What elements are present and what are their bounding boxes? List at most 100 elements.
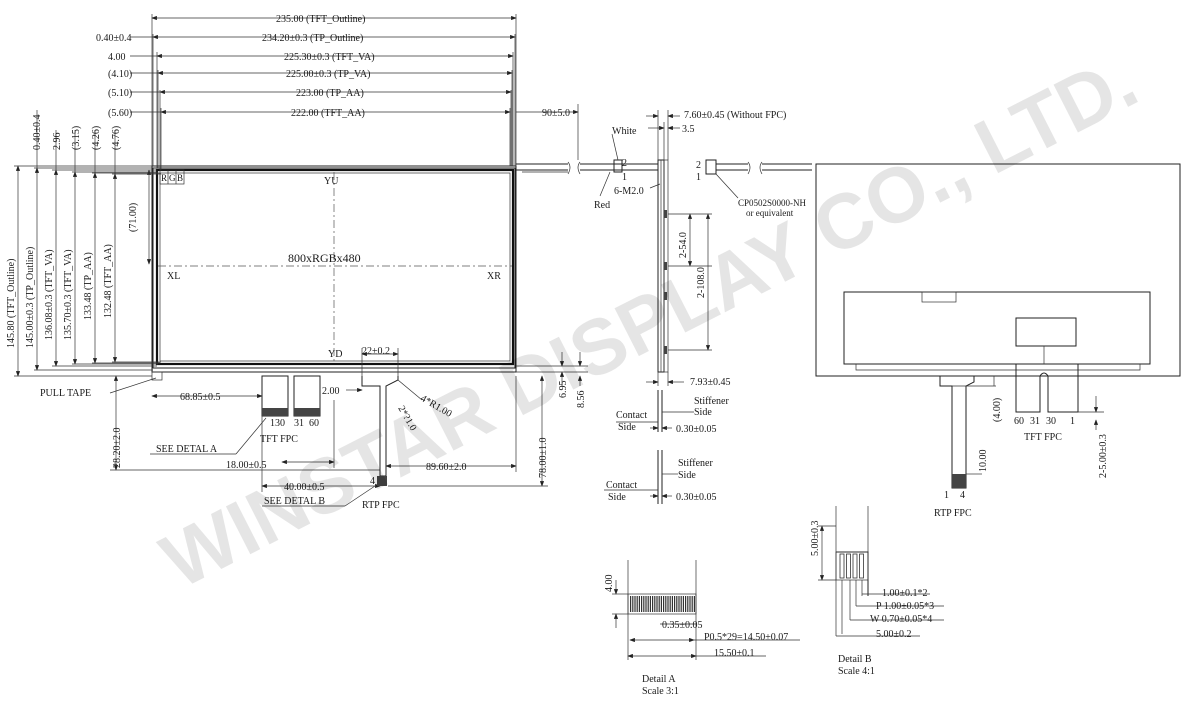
dim-left-top-5: (4.76) xyxy=(111,126,122,150)
back-pcb xyxy=(843,291,1151,365)
detail-a-pin xyxy=(685,596,687,612)
dim-54: 2-54.0 xyxy=(678,232,689,258)
connector-equiv: or equivalent xyxy=(746,208,794,218)
detail-a-pin xyxy=(667,596,669,612)
label-yu: YU xyxy=(324,176,339,187)
dim-tp-aa-left: (5.10) xyxy=(108,88,132,99)
detail-b-scale: Scale 4:1 xyxy=(838,666,875,677)
rtp-back-pin-1: 1 xyxy=(944,490,949,501)
detail-a-pitch: P0.5*29=14.50±0.07 xyxy=(704,632,788,643)
dim-tp-va-left: (4.10) xyxy=(108,69,132,80)
detail-a-scale: Scale 3:1 xyxy=(642,686,679,697)
dim-68: 68.85±0.5 xyxy=(180,392,221,403)
detail-b-total: 5.00±0.2 xyxy=(876,629,912,640)
resolution-label: 800xRGBx480 xyxy=(288,251,361,265)
tft-fpc xyxy=(261,375,321,417)
stiffener-side-2b: Side xyxy=(678,470,696,481)
rtp-fpc-label: RTP FPC xyxy=(362,500,400,511)
active-area xyxy=(159,172,511,362)
detail-a-pin xyxy=(678,596,680,612)
dim-030-b: 0.30±0.05 xyxy=(676,492,717,503)
detail-a-pin xyxy=(687,596,689,612)
side-view: 7.60±0.45 (Without FPC) 3.5 White Red 2 … xyxy=(594,110,786,504)
label-xl: XL xyxy=(167,271,180,282)
contact-side-1: Contact xyxy=(616,410,647,421)
pin-30: 30 xyxy=(275,418,285,429)
back-pin-30: 30 xyxy=(1046,416,1056,427)
see-detail-a-label: SEE DETAL A xyxy=(156,444,218,455)
detail-a-pin xyxy=(665,596,667,612)
back-rtp-fpc-label: RTP FPC xyxy=(934,508,972,519)
stiffener-side-1: Stiffener xyxy=(694,396,729,407)
tft-outline xyxy=(151,165,517,373)
dim-left-top-4: (4.26) xyxy=(91,126,102,150)
detail-a-pin xyxy=(689,596,691,612)
dim-tft-outline-w: 235.00 (TFT_Outline) xyxy=(276,14,365,25)
detail-a-pin xyxy=(682,596,684,612)
detail-b-pin xyxy=(852,553,858,579)
dim-28: 28.20±2.0 xyxy=(112,428,123,469)
cable-connector xyxy=(705,159,812,199)
viewing-area xyxy=(155,168,515,366)
detail-b: 5.00±0.3 1.00±0.1*2 P 1.00±0.05*3 W 0.70… xyxy=(810,506,944,677)
contact-side-2b: Side xyxy=(608,492,626,503)
dim-tft-va-left: 4.00 xyxy=(108,52,126,63)
dim-tft-aa-w: 222.00 (TFT_AA) xyxy=(291,108,365,119)
back-pin-31: 31 xyxy=(1030,416,1040,427)
detail-a-pin xyxy=(658,596,660,612)
dim-left-top-1: 0.40±0.4 xyxy=(32,115,43,151)
dim-left-top-2: 2.96 xyxy=(52,133,63,151)
dim-tp-aa-w: 223.00 (TP_AA) xyxy=(296,88,364,99)
dim-tp-aa-h: 133.48 (TP_AA) xyxy=(83,252,94,320)
detail-b-pin xyxy=(846,553,851,579)
detail-a-pin xyxy=(676,596,678,612)
detail-a-pin xyxy=(652,596,654,612)
back-pin-60: 60 xyxy=(1014,416,1024,427)
connector-part: CP0502S0000-NH xyxy=(738,198,807,208)
tp-outline xyxy=(152,167,516,369)
pull-tape-label: PULL TAPE xyxy=(40,388,91,399)
dim-40: 40.00±0.5 xyxy=(284,482,325,493)
detail-a-pin xyxy=(630,596,632,612)
detail-a-pin xyxy=(663,596,665,612)
back-tft-fpc-label: TFT FPC xyxy=(1024,432,1062,443)
detail-b-500v: 5.00±0.3 xyxy=(810,521,821,557)
detail-a-title: Detail A xyxy=(642,674,676,685)
detail-a-pin xyxy=(638,596,640,612)
detail-b-pin xyxy=(859,553,864,579)
pin-1: 1 xyxy=(270,418,275,429)
dim-18: 18.00±0.5 xyxy=(226,460,267,471)
side-pin-2: 2 xyxy=(622,158,627,169)
contact-side-1b: Side xyxy=(618,422,636,433)
front-cable xyxy=(516,161,620,175)
detail-a-pin xyxy=(634,596,636,612)
dim-22: 22±0.2 xyxy=(362,346,390,357)
detail-b-title: Detail B xyxy=(838,654,872,665)
label-yd: YD xyxy=(328,349,342,360)
dim-tft-outline-h: 145.80 (TFT_Outline) xyxy=(6,259,17,348)
pull-tape xyxy=(151,371,163,381)
detail-a-pin xyxy=(674,596,676,612)
detail-a-pin xyxy=(660,596,662,612)
dim-tft-va-w: 225.30±0.3 (TFT_VA) xyxy=(284,52,375,63)
detail-a-pin xyxy=(654,596,656,612)
screw-m2: 6-M2.0 xyxy=(614,186,644,197)
side-pin-1: 1 xyxy=(622,172,627,183)
dim-71: (71.00) xyxy=(128,203,139,232)
detail-a: 4.00 0.35±0.05 P0.5*29=14.50±0.07 15.50±… xyxy=(604,560,800,697)
detail-b-width: W 0.70±0.05*4 xyxy=(870,614,932,625)
dim-2: 2.00 xyxy=(322,386,340,397)
dim-78: 78.00±1.0 xyxy=(538,438,549,479)
tft-fpc-label: TFT FPC xyxy=(260,434,298,445)
detail-a-pin xyxy=(656,596,658,612)
dim-tft-aa-left: (5.60) xyxy=(108,108,132,119)
detail-a-pin xyxy=(643,596,645,612)
rgb-r: R xyxy=(161,173,167,183)
detail-a-pin xyxy=(645,596,647,612)
label-xr: XR xyxy=(487,271,501,282)
stiffener-side-1b: Side xyxy=(694,407,712,418)
dim-tft-aa-h: 132.48 (TFT_AA) xyxy=(103,244,114,318)
detail-a-pin xyxy=(691,596,693,612)
pin-31: 31 xyxy=(294,418,304,429)
dim-thickness: 7.60±0.45 (Without FPC) xyxy=(684,110,786,121)
